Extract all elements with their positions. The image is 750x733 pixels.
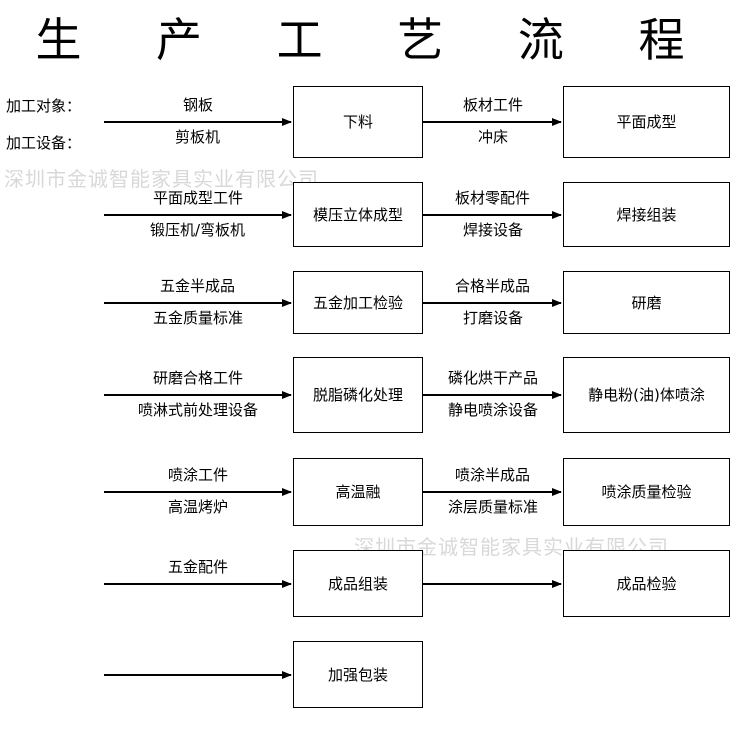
process-step-box: 脱脂磷化处理 — [293, 357, 423, 433]
process-step-box: 加强包装 — [293, 641, 423, 708]
input-object-label: 平面成型工件 — [153, 189, 244, 207]
output-equipment-label: 焊接设备 — [463, 221, 524, 239]
result-step-box: 成品检验 — [563, 550, 730, 617]
result-step-box: 平面成型 — [563, 86, 730, 158]
output-object-label: 板材零配件 — [455, 189, 531, 207]
process-step-box: 成品组装 — [293, 550, 423, 617]
diagram-title: 生 产 工 艺 流 程 — [35, 13, 715, 67]
input-equipment-label: 锻压机/弯板机 — [150, 221, 246, 239]
input-equipment-label: 剪板机 — [175, 128, 221, 146]
input-object-label: 喷涂工件 — [168, 466, 229, 484]
watermark: 深圳市金诚智能家具实业有限公司 — [4, 167, 319, 191]
output-equipment-label: 冲床 — [478, 128, 509, 146]
input-object-label: 研磨合格工件 — [153, 369, 244, 387]
legend-equipment-label: 加工设备： — [6, 134, 82, 152]
output-equipment-label: 静电喷涂设备 — [448, 401, 539, 419]
process-step-box: 五金加工检验 — [293, 271, 423, 334]
input-equipment-label: 喷淋式前处理设备 — [138, 401, 259, 419]
process-step-box: 模压立体成型 — [293, 182, 423, 247]
output-equipment-label: 打磨设备 — [463, 309, 524, 327]
result-step-box: 喷涂质量检验 — [563, 458, 730, 526]
input-equipment-label: 高温烤炉 — [168, 498, 229, 516]
result-step-box: 焊接组装 — [563, 182, 730, 247]
legend-object-label: 加工对象： — [6, 97, 82, 115]
result-step-box: 静电粉(油)体喷涂 — [563, 357, 730, 433]
result-step-box: 研磨 — [563, 271, 730, 334]
output-equipment-label: 涂层质量标准 — [448, 498, 539, 516]
output-object-label: 合格半成品 — [455, 277, 531, 295]
output-object-label: 磷化烘干产品 — [448, 369, 539, 387]
input-object-label: 钢板 — [183, 96, 214, 114]
output-object-label: 板材工件 — [463, 96, 524, 114]
input-object-label: 五金半成品 — [160, 277, 236, 295]
process-step-box: 高温融 — [293, 458, 423, 526]
output-object-label: 喷涂半成品 — [455, 466, 531, 484]
input-equipment-label: 五金质量标准 — [153, 309, 244, 327]
process-step-box: 下料 — [293, 86, 423, 158]
input-object-label: 五金配件 — [168, 558, 229, 576]
